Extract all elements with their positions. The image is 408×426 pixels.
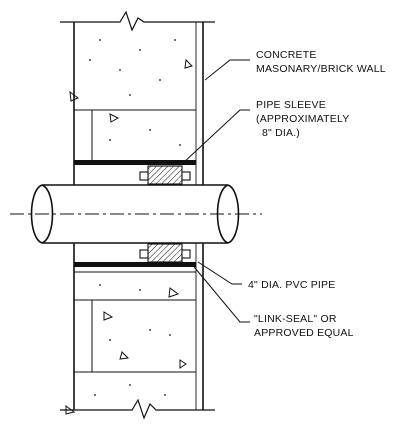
label-pipe-line1: 4" DIA. PVC PIPE (248, 279, 335, 291)
concrete-aggregate (65, 58, 193, 415)
label-seal: "LINK-SEAL" OR APPROVED EQUAL (254, 313, 354, 339)
label-sleeve: PIPE SLEEVE (APPROXIMATELY 8" DIA.) (256, 99, 349, 139)
top-break-line (60, 10, 215, 32)
label-seal-line2: APPROVED EQUAL (254, 327, 354, 339)
label-pipe: 4" DIA. PVC PIPE (248, 279, 335, 291)
concrete-dots (89, 39, 181, 396)
label-sleeve-line1: PIPE SLEEVE (256, 99, 326, 111)
label-sleeve-line2: (APPROXIMATELY (256, 113, 349, 125)
pipe-sleeve (74, 160, 196, 267)
bottom-break-line (60, 398, 215, 420)
masonry-courses (74, 109, 196, 373)
label-seal-line1: "LINK-SEAL" OR (254, 313, 337, 325)
label-wall-line2: MASONARY/BRICK WALL (256, 63, 386, 75)
label-sleeve-line3: 8" DIA.) (262, 127, 300, 139)
link-seal (139, 165, 191, 263)
label-wall-line1: CONCRETE (256, 49, 317, 61)
label-wall: CONCRETE MASONARY/BRICK WALL (256, 49, 386, 75)
leader-lines (181, 59, 250, 323)
